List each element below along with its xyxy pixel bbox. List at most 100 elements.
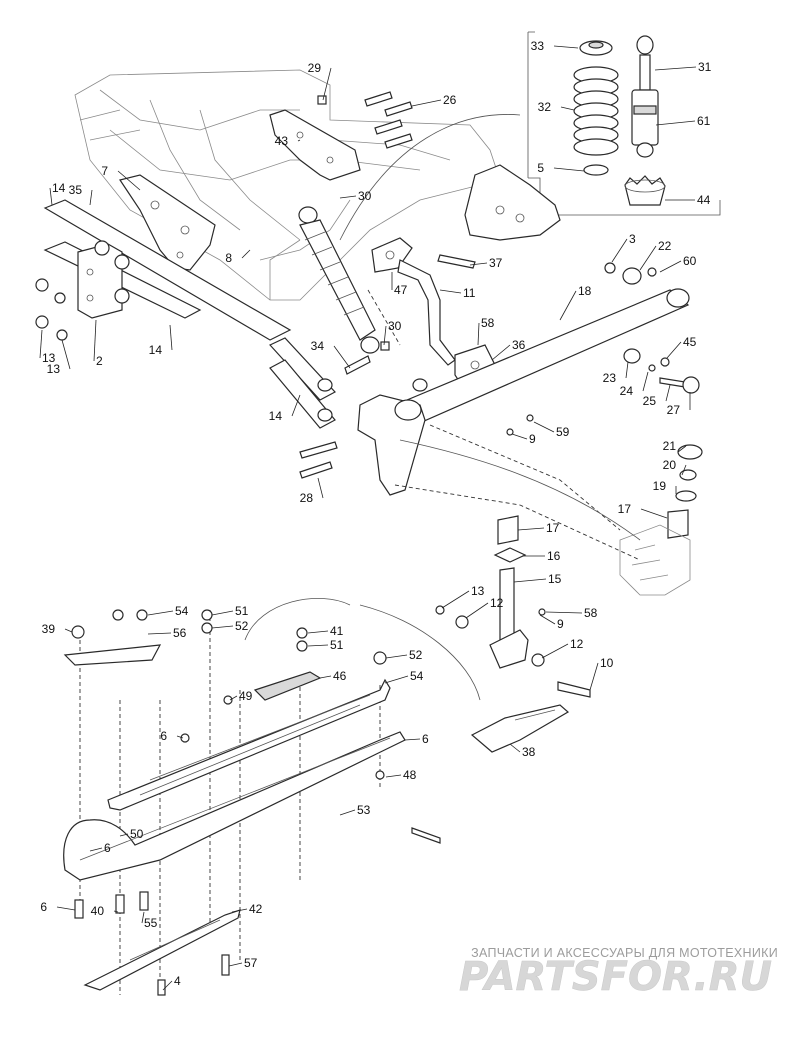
callout-51: 51 — [235, 604, 249, 618]
callout-leader — [509, 743, 521, 753]
callout-leader — [64, 628, 73, 633]
bracket-7 — [119, 174, 216, 271]
callout-leader — [385, 774, 402, 778]
callout-leader — [513, 578, 547, 583]
callout-50: 50 — [130, 827, 144, 841]
callout-33: 33 — [531, 39, 545, 53]
callout-leader — [385, 654, 408, 659]
callout-leader — [553, 45, 579, 49]
callout-24: 24 — [620, 384, 634, 398]
callout-6: 6 — [40, 900, 47, 914]
callout-leader — [477, 322, 480, 346]
callout-leader — [307, 630, 329, 634]
callout-leader — [589, 662, 599, 691]
callout-32: 32 — [538, 100, 552, 114]
callout-leader — [322, 67, 332, 101]
callout-56: 56 — [173, 626, 187, 640]
shock-bracket-assembly — [269, 91, 413, 181]
callout-17: 17 — [546, 521, 560, 535]
watermark-logo: PARTSFOR.RU — [459, 954, 772, 1000]
callout-54: 54 — [410, 669, 424, 683]
callout-43: 43 — [275, 134, 289, 148]
callout-leader — [162, 980, 173, 991]
callout-16: 16 — [547, 549, 561, 563]
callout-leader — [307, 644, 329, 647]
callout-leader — [317, 477, 324, 499]
callout-leader — [231, 908, 248, 913]
callout-2: 2 — [96, 354, 103, 368]
callout-leader — [666, 341, 682, 359]
callout-10: 10 — [600, 656, 614, 670]
callout-11: 11 — [463, 286, 476, 300]
callout-59: 59 — [556, 425, 570, 439]
watermark: ЗАПЧАСТИ И АКСЕССУАРЫ ДЛЯ МОТОТЕХНИКИ PA… — [459, 946, 778, 1000]
callout-22: 22 — [658, 239, 672, 253]
callout-57: 57 — [244, 956, 258, 970]
callout-9: 9 — [557, 617, 564, 631]
callout-leader — [89, 189, 93, 206]
callout-leader — [117, 170, 141, 191]
watermark-tagline: ЗАПЧАСТИ И АКСЕССУАРЫ ДЛЯ МОТОТЕХНИКИ — [471, 946, 778, 960]
callout-leader — [333, 345, 351, 369]
callout-leader — [141, 911, 145, 924]
callout-leader — [654, 66, 697, 71]
callout-48: 48 — [403, 768, 417, 782]
callout-12: 12 — [490, 596, 504, 610]
callout-13: 13 — [42, 351, 56, 365]
callout-13: 13 — [471, 584, 485, 598]
front-shock — [298, 206, 390, 375]
callout-8: 8 — [225, 251, 232, 265]
callout-leader — [211, 610, 234, 616]
plate-2 — [35, 240, 130, 341]
callout-leader — [539, 614, 556, 625]
callout-leader — [611, 238, 628, 263]
callout-leader — [119, 833, 129, 837]
detail-leader-2 — [399, 439, 641, 541]
callout-4: 4 — [174, 974, 181, 988]
callout-leader — [511, 433, 528, 440]
callout-55: 55 — [144, 916, 158, 930]
callout-leader — [639, 245, 657, 271]
callout-39: 39 — [42, 622, 56, 636]
callout-leader — [228, 962, 243, 967]
callout-leader — [655, 120, 696, 126]
callout-52: 52 — [409, 648, 423, 662]
callout-58: 58 — [481, 316, 495, 330]
callout-leader — [677, 445, 687, 453]
callout-45: 45 — [683, 335, 697, 349]
callout-leader — [229, 695, 238, 701]
callout-28: 28 — [300, 491, 314, 505]
callout-leader — [541, 643, 569, 659]
upper-bracket-right — [464, 164, 561, 241]
reference-lines — [79, 289, 641, 995]
callout-41: 41 — [330, 624, 344, 638]
callout-leader — [441, 590, 470, 609]
callout-leader — [39, 329, 43, 359]
callout-9: 9 — [529, 432, 536, 446]
callout-leader — [545, 611, 583, 614]
callout-leader — [411, 99, 442, 107]
callout-12: 12 — [570, 637, 584, 651]
callout-20: 20 — [663, 458, 677, 472]
callout-38: 38 — [522, 745, 536, 759]
ski-pivot-detail — [619, 444, 703, 596]
callout-14: 14 — [269, 409, 283, 423]
callout-40: 40 — [91, 904, 105, 918]
spring-detail — [527, 31, 721, 216]
callout-44: 44 — [697, 193, 711, 207]
callout-61: 61 — [697, 114, 711, 128]
callout-leader — [211, 625, 234, 629]
callout-leader — [147, 632, 172, 635]
callout-leader — [297, 139, 301, 142]
spindle-assembly — [435, 515, 591, 753]
callout-6: 6 — [422, 732, 429, 746]
callout-leader — [642, 371, 649, 392]
callout-46: 46 — [333, 669, 347, 683]
callout-leader — [625, 361, 629, 379]
callout-leader — [383, 325, 387, 346]
callout-leader — [559, 290, 577, 321]
callout-52: 52 — [235, 619, 249, 633]
callout-leader — [404, 738, 421, 741]
callout-leader — [241, 249, 251, 259]
callout-23: 23 — [603, 371, 617, 385]
